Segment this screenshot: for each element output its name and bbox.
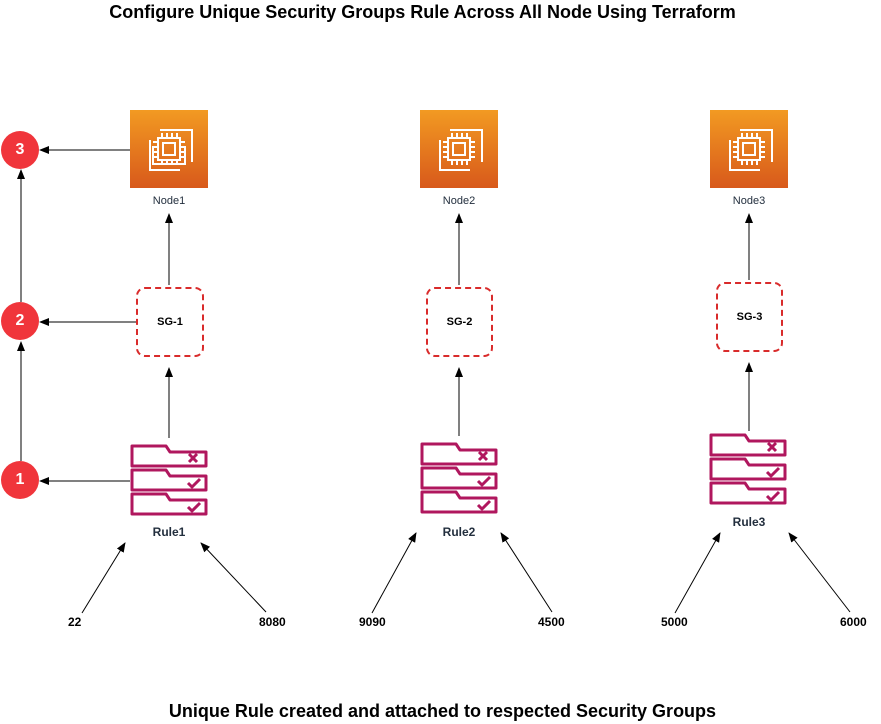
sg3-label: SG-3 bbox=[736, 311, 763, 323]
port-label: 6000 bbox=[840, 615, 867, 629]
rule1-label: Rule1 bbox=[152, 525, 186, 539]
security-group-sg1[interactable]: SG-1 bbox=[136, 287, 204, 357]
rule2-label: Rule2 bbox=[442, 525, 476, 539]
ec2-instance-icon[interactable] bbox=[420, 110, 498, 188]
arrow-port-22 bbox=[81, 542, 126, 614]
port-label: 5000 bbox=[661, 615, 688, 629]
port-label: 22 bbox=[68, 615, 82, 629]
diagram-footer: Unique Rule created and attached to resp… bbox=[168, 701, 717, 721]
arrow-port-4500 bbox=[500, 532, 553, 613]
security-group-sg2[interactable]: SG-2 bbox=[426, 287, 493, 357]
step-badge-2: 2 bbox=[1, 302, 39, 340]
arrow-port-6000 bbox=[788, 532, 851, 613]
security-group-rules-icon[interactable] bbox=[420, 441, 500, 517]
security-group-sg3[interactable]: SG-3 bbox=[716, 282, 783, 352]
arrow-port-8080 bbox=[200, 542, 267, 613]
security-group-rules-icon[interactable] bbox=[709, 432, 789, 508]
rule3-label: Rule3 bbox=[732, 515, 766, 529]
security-group-rules-icon[interactable] bbox=[130, 443, 210, 519]
ec2-instance-icon[interactable] bbox=[710, 110, 788, 188]
step-badge-1: 1 bbox=[1, 461, 39, 499]
node1-label: Node1 bbox=[152, 195, 186, 207]
arrow-port-9090 bbox=[371, 532, 417, 614]
port-label: 4500 bbox=[538, 615, 565, 629]
diagram-title: Configure Unique Security Groups Rule Ac… bbox=[109, 2, 736, 22]
sg2-label: SG-2 bbox=[446, 316, 473, 328]
ec2-instance-icon[interactable] bbox=[130, 110, 208, 188]
arrow-port-5000 bbox=[674, 532, 721, 614]
port-label: 9090 bbox=[359, 615, 386, 629]
node2-label: Node2 bbox=[442, 195, 476, 207]
node3-label: Node3 bbox=[732, 195, 766, 207]
port-label: 8080 bbox=[259, 615, 286, 629]
step-badge-3: 3 bbox=[1, 131, 39, 169]
sg1-label: SG-1 bbox=[157, 316, 183, 328]
